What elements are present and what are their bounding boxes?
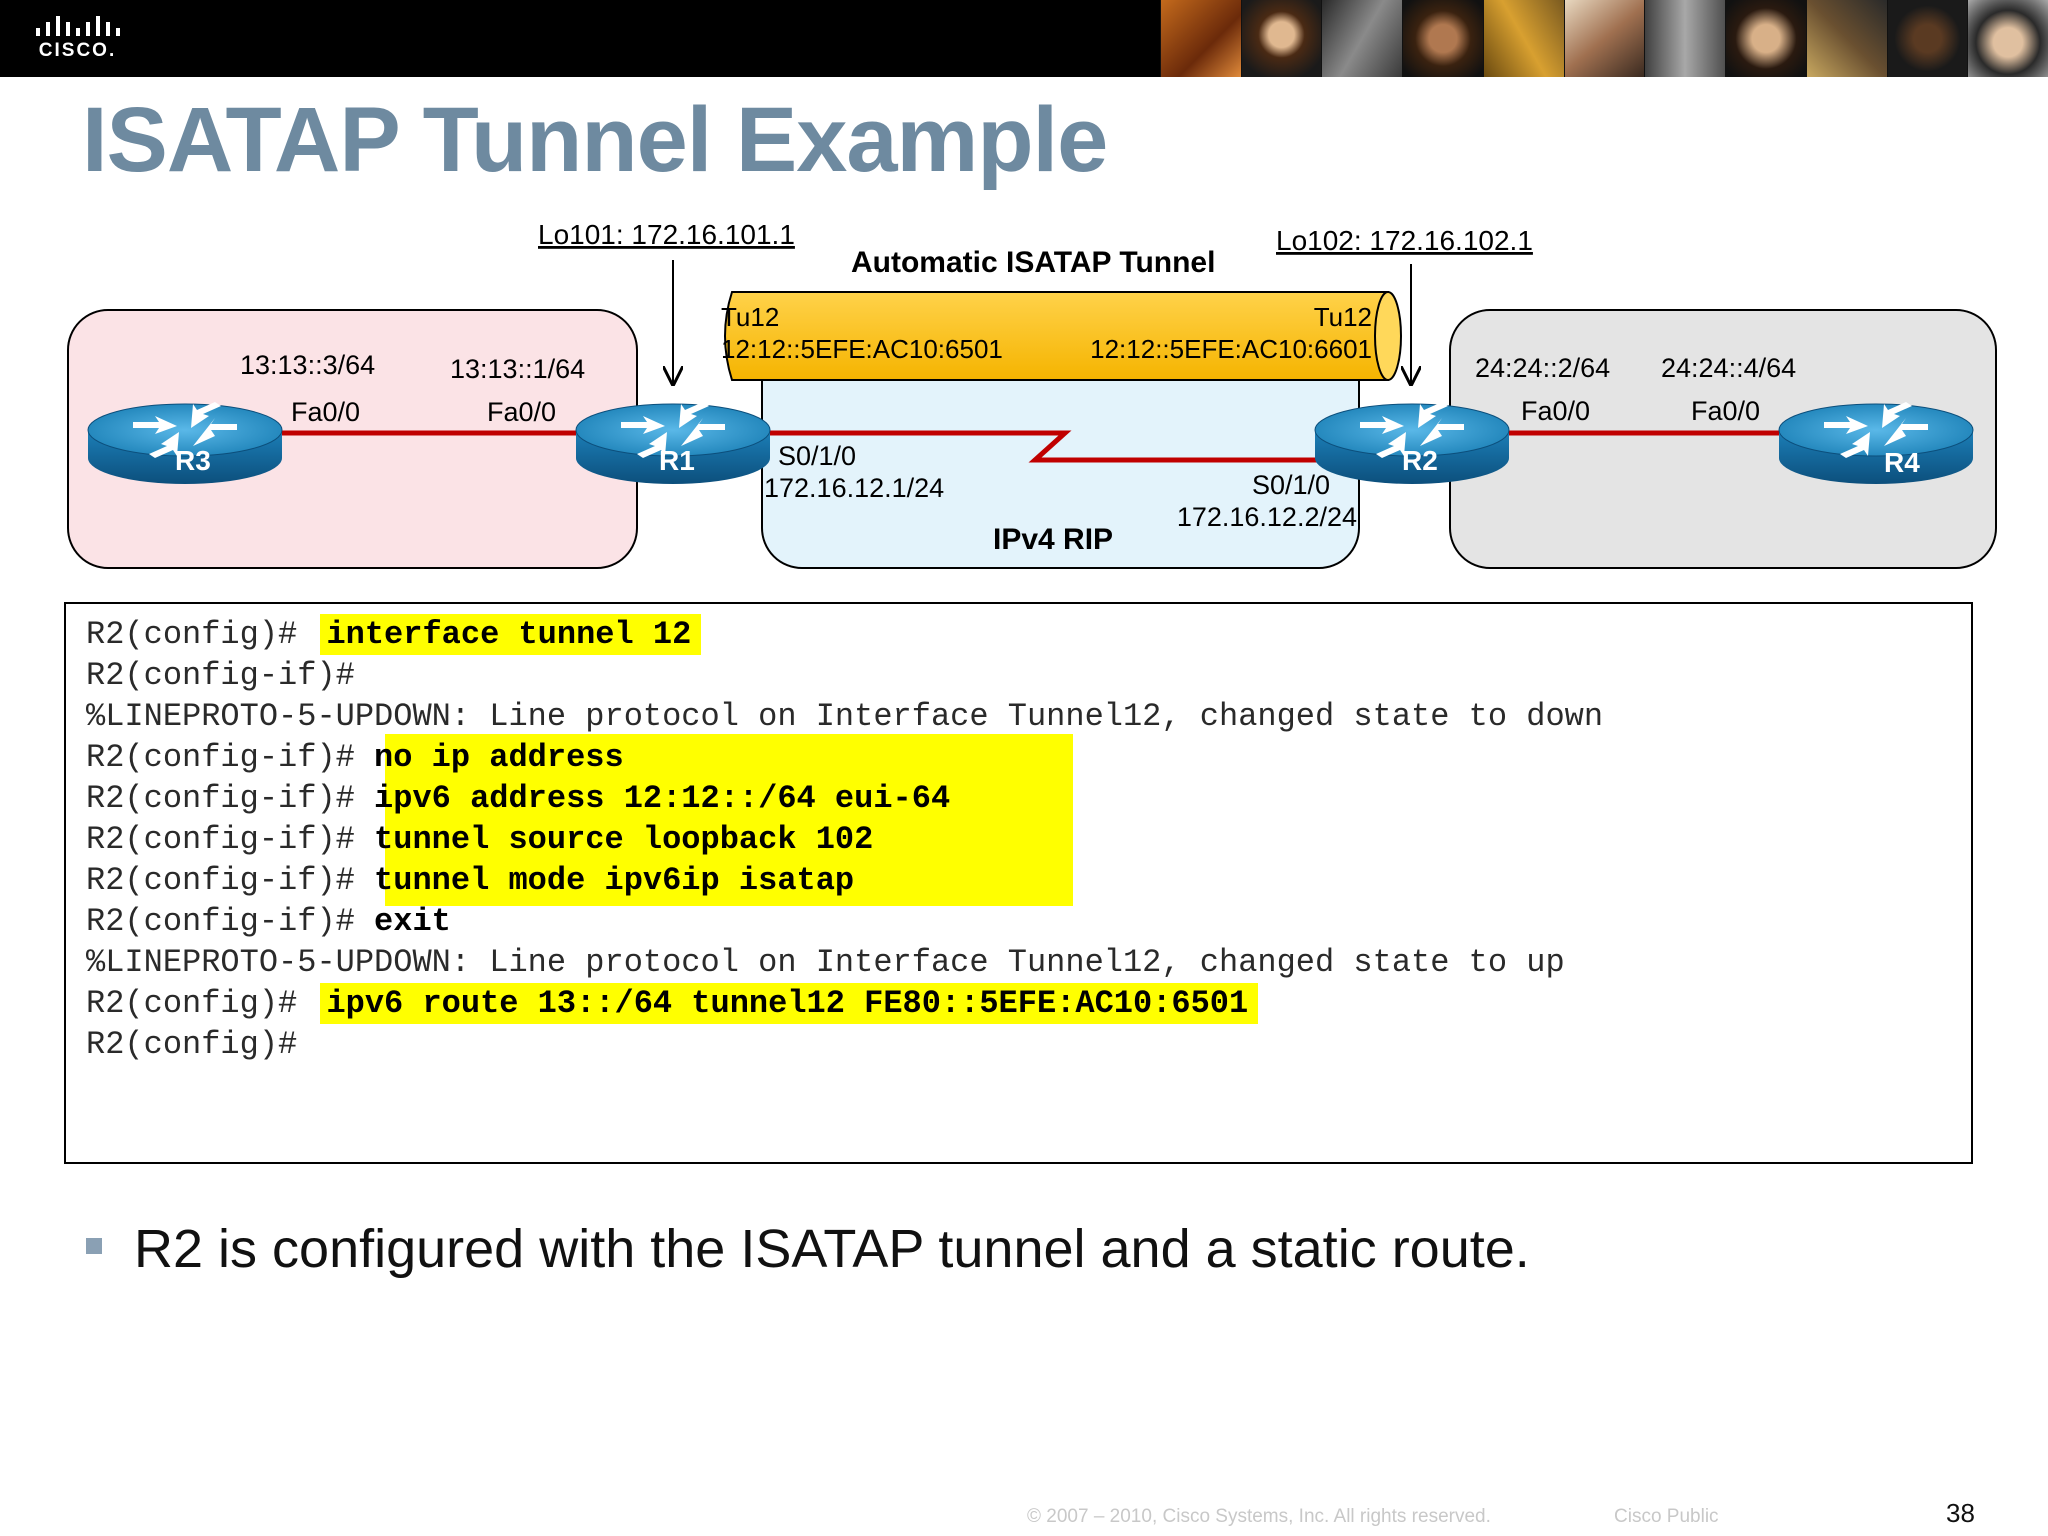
config-line: R2(config-if)# tunnel source loopback 10… — [86, 819, 1603, 860]
page-number: 38 — [1946, 1498, 1975, 1528]
config-line: R2(config-if)# — [86, 655, 1603, 696]
photo-strip — [1160, 0, 2048, 77]
r3-address: 13:13::3/64 — [240, 350, 375, 380]
router-label-r2: R2 — [1402, 445, 1438, 476]
cli-prompt: R2(config-if)# — [86, 657, 355, 694]
tunnel-r2-interface: Tu12 — [1314, 302, 1372, 332]
cli-prompt: R2(config)# — [86, 1026, 298, 1063]
config-line: R2(config-if)# ipv6 address 12:12::/64 e… — [86, 778, 1603, 819]
photo-tile — [1886, 0, 1968, 77]
log-message: %LINEPROTO-5-UPDOWN: Line protocol on In… — [86, 698, 1604, 735]
config-line: R2(config)# — [86, 1024, 1603, 1065]
cli-prompt: R2(config-if)# — [86, 739, 375, 776]
r4-interface: Fa0/0 — [1691, 396, 1760, 426]
cisco-logo: CISCO. — [30, 14, 125, 64]
cli-prompt: R2(config-if)# — [86, 821, 375, 858]
router-r4-icon: R4 — [1778, 402, 1974, 484]
router-label-r4: R4 — [1884, 447, 1920, 478]
photo-tile — [1563, 0, 1645, 77]
cli-prompt: R2(config)# — [86, 616, 317, 653]
isatap-tunnel — [724, 291, 1402, 381]
cisco-logo-bars-icon — [36, 16, 120, 36]
config-highlight-block — [385, 734, 1073, 906]
cli-command: ipv6 address 12:12::/64 eui-64 — [374, 780, 951, 817]
slide-title: ISATAP Tunnel Example — [82, 89, 1108, 191]
cli-prompt: R2(config)# — [86, 985, 317, 1022]
r4-address: 24:24::4/64 — [1661, 353, 1796, 383]
photo-tile — [1725, 0, 1806, 77]
ipv4-rip-label: IPv4 RIP — [993, 523, 1113, 556]
bullet-icon — [86, 1238, 102, 1254]
cli-command: no ip address — [374, 739, 624, 776]
router-label-r3: R3 — [175, 445, 211, 476]
config-line: R2(config)# ipv6 route 13::/64 tunnel12 … — [86, 983, 1603, 1024]
router-r3-icon: R3 — [87, 402, 283, 484]
cli-prompt: R2(config-if)# — [86, 903, 375, 940]
photo-tile — [1644, 0, 1726, 77]
photo-tile — [1402, 0, 1483, 77]
config-line: %LINEPROTO-5-UPDOWN: Line protocol on In… — [86, 696, 1603, 737]
tunnel-r1-interface: Tu12 — [721, 302, 779, 332]
r2-fa-interface: Fa0/0 — [1521, 396, 1590, 426]
config-line: R2(config)# interface tunnel 12 — [86, 614, 1603, 655]
photo-tile — [1482, 0, 1564, 77]
r1-fa-interface: Fa0/0 — [487, 397, 556, 427]
photo-tile — [1160, 0, 1241, 77]
tunnel-r1-address: 12:12::5EFE:AC10:6501 — [721, 334, 1003, 364]
r1-serial-interface: S0/1/0 — [778, 441, 856, 471]
network-diagram: R3 R1 R2 R4 Lo101 — [67, 219, 1997, 569]
config-line: R2(config-if)# exit — [86, 901, 1603, 942]
cli-command: ipv6 route 13::/64 tunnel12 FE80::5EFE:A… — [320, 983, 1259, 1024]
r1-serial-address: 172.16.12.1/24 — [764, 473, 944, 503]
router-r2-icon: R2 — [1314, 402, 1510, 484]
config-line: R2(config-if)# tunnel mode ipv6ip isatap — [86, 860, 1603, 901]
photo-tile — [1967, 0, 2048, 77]
router-r1-icon: R1 — [575, 402, 771, 484]
photo-tile — [1805, 0, 1887, 77]
tunnel-label: Automatic ISATAP Tunnel — [851, 246, 1215, 279]
config-line: R2(config-if)# no ip address — [86, 737, 1603, 778]
cli-command: tunnel mode ipv6ip isatap — [374, 862, 855, 899]
lo102-label: Lo102: 172.16.102.1 — [1276, 225, 1533, 256]
cli-prompt: R2(config-if)# — [86, 780, 375, 817]
classification-text: Cisco Public — [1614, 1506, 1719, 1527]
r2-fa-address: 24:24::2/64 — [1475, 353, 1610, 383]
tunnel-r2-address: 12:12::5EFE:AC10:6601 — [1090, 334, 1372, 364]
lo101-label: Lo101: 172.16.101.1 — [538, 219, 795, 250]
copyright-text: © 2007 – 2010, Cisco Systems, Inc. All r… — [1027, 1506, 1491, 1527]
log-message: %LINEPROTO-5-UPDOWN: Line protocol on In… — [86, 944, 1565, 981]
router-label-r1: R1 — [659, 445, 695, 476]
cli-command: interface tunnel 12 — [320, 614, 702, 655]
cli-prompt: R2(config-if)# — [86, 862, 375, 899]
header-bar: CISCO. — [0, 0, 2048, 77]
photo-tile — [1321, 0, 1403, 77]
bullet-text: R2 is configured with the ISATAP tunnel … — [134, 1219, 1530, 1279]
photo-tile — [1240, 0, 1322, 77]
link-r1-r2-serial — [766, 430, 1322, 463]
r3-interface: Fa0/0 — [291, 397, 360, 427]
r1-fa-address: 13:13::1/64 — [450, 354, 585, 384]
cli-command: tunnel source loopback 102 — [374, 821, 874, 858]
cisco-logo-text: CISCO. — [38, 40, 117, 61]
r2-serial-address: 172.16.12.2/24 — [1177, 502, 1357, 532]
cli-command: exit — [374, 903, 451, 940]
r2-serial-interface: S0/1/0 — [1252, 470, 1330, 500]
config-line: %LINEPROTO-5-UPDOWN: Line protocol on In… — [86, 942, 1603, 983]
